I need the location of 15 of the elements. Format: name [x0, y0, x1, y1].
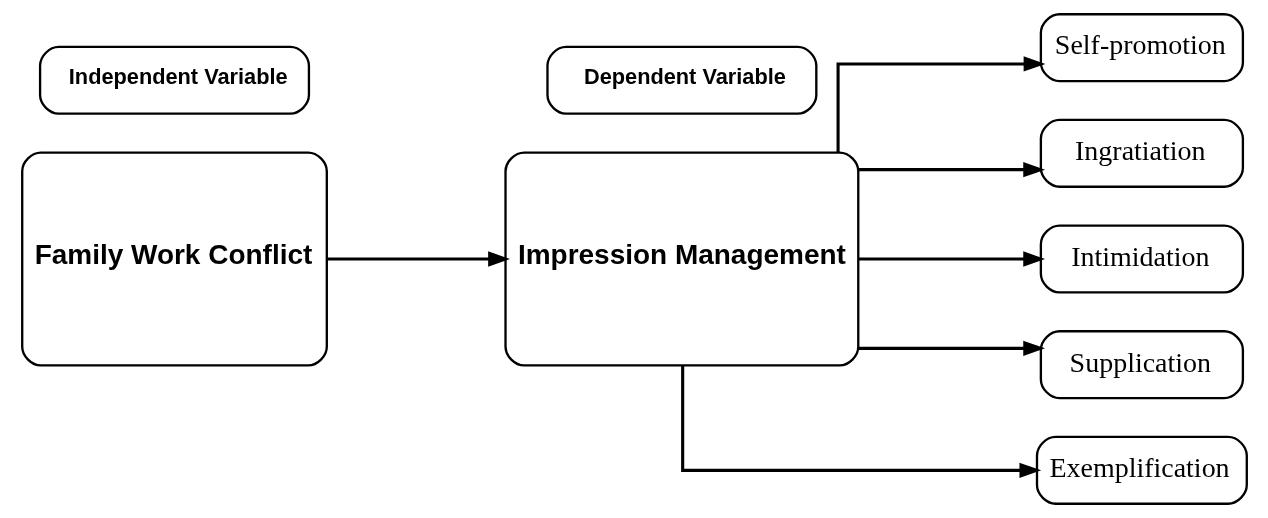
node-box: Supplication	[1039, 330, 1244, 400]
node-box: Ingratiation	[1039, 118, 1244, 188]
node-box: Dependent Variable	[545, 45, 817, 115]
arrow	[857, 251, 1045, 267]
arrow	[857, 340, 1045, 356]
node-box: Impression Management	[503, 151, 859, 367]
arrow	[680, 365, 1041, 478]
node-box: Intimidation	[1039, 224, 1244, 294]
node-box: Self-promotion	[1039, 13, 1244, 83]
node-box: Exemplification	[1035, 435, 1248, 505]
arrow	[326, 251, 510, 267]
node-box: Independent Variable	[38, 45, 310, 115]
node-box: Family Work Conflict	[20, 151, 328, 367]
arrow	[857, 162, 1045, 178]
arrow	[836, 56, 1045, 153]
